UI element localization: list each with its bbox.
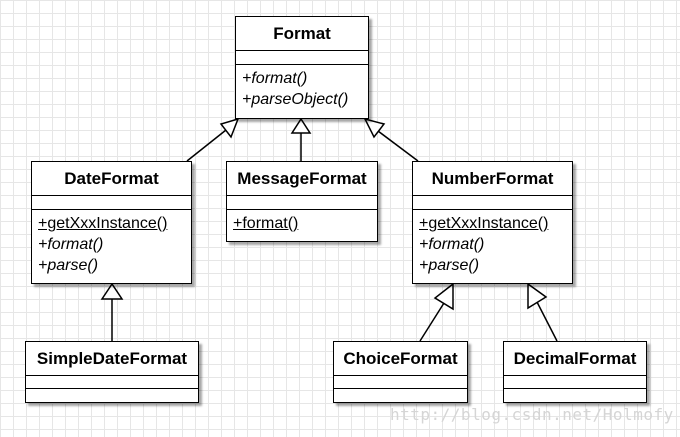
- watermark: http://blog.csdn.net/Holmofy: [390, 405, 674, 424]
- attributes-section: [26, 376, 198, 389]
- class-name-numberformat: NumberFormat: [413, 162, 572, 196]
- operations-section: +getXxxInstance() +format() +parse(): [413, 210, 572, 279]
- arrowhead-simpledateformat-dateformat: [100, 282, 124, 300]
- operation-format: +format(): [419, 236, 485, 253]
- operation-getxxxinstance: +getXxxInstance(): [38, 215, 168, 232]
- operations-section: [334, 389, 467, 401]
- operations-section: [504, 389, 646, 401]
- class-name-simpledateformat: SimpleDateFormat: [26, 342, 198, 376]
- edge-dateformat-format: [186, 129, 227, 162]
- class-name-messageformat: MessageFormat: [227, 162, 377, 196]
- attributes-section: [413, 196, 572, 210]
- class-dateformat[interactable]: DateFormat +getXxxInstance() +format() +…: [31, 161, 192, 284]
- operations-section: +getXxxInstance() +format() +parse(): [32, 210, 191, 279]
- operations-section: +format(): [227, 210, 377, 237]
- attributes-section: [227, 196, 377, 210]
- class-decimalformat[interactable]: DecimalFormat: [503, 341, 647, 403]
- class-simpledateformat[interactable]: SimpleDateFormat: [25, 341, 199, 403]
- arrowhead-choiceformat-numberformat: [433, 282, 454, 311]
- operation-format: +format(): [242, 70, 308, 87]
- operations-section: [26, 389, 198, 401]
- operation-format: +format(): [38, 236, 104, 253]
- operation-parse: +parse(): [38, 257, 99, 274]
- class-messageformat[interactable]: MessageFormat +format(): [226, 161, 378, 242]
- class-name-choiceformat: ChoiceFormat: [334, 342, 467, 376]
- edge-decimalformat-numberformat: [536, 301, 558, 342]
- attributes-section: [504, 376, 646, 389]
- arrowhead-numberformat-format: [363, 117, 386, 139]
- arrowhead-messageformat-format: [290, 117, 312, 134]
- edge-numberformat-format: [377, 130, 419, 162]
- operation-parseobject: +parseObject(): [242, 91, 349, 108]
- class-choiceformat[interactable]: ChoiceFormat: [333, 341, 468, 403]
- attributes-section: [32, 196, 191, 210]
- edge-choiceformat-numberformat: [419, 302, 445, 342]
- operations-section: +format() +parseObject(): [236, 65, 368, 113]
- attributes-section: [334, 376, 467, 389]
- arrowhead-dateformat-format: [219, 117, 240, 139]
- class-format[interactable]: Format +format() +parseObject(): [235, 16, 369, 119]
- class-numberformat[interactable]: NumberFormat +getXxxInstance() +format()…: [412, 161, 573, 284]
- operation-format: +format(): [233, 215, 299, 232]
- attributes-section: [236, 51, 368, 65]
- operation-getxxxinstance: +getXxxInstance(): [419, 215, 549, 232]
- class-name-decimalformat: DecimalFormat: [504, 342, 646, 376]
- class-name-format: Format: [236, 17, 368, 51]
- operation-parse: +parse(): [419, 257, 480, 274]
- arrowhead-decimalformat-numberformat: [527, 282, 548, 310]
- class-name-dateformat: DateFormat: [32, 162, 191, 196]
